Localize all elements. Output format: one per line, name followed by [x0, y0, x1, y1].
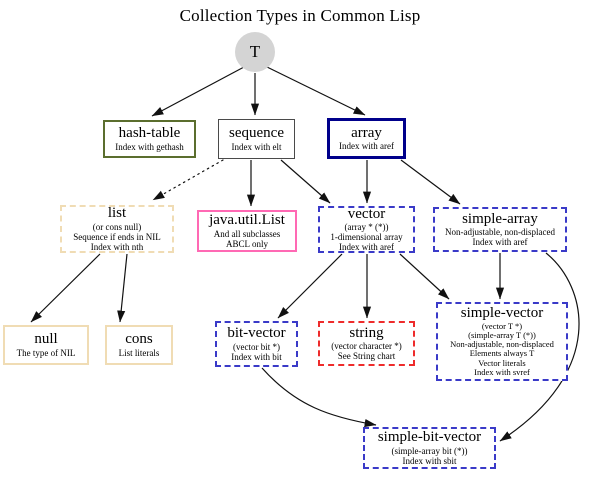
node-sequence: sequence Index with elt: [218, 119, 295, 159]
node-vector-note: 1-dimensional array: [330, 232, 403, 243]
node-hash-table-note: Index with gethash: [115, 141, 184, 152]
node-simple-vector-note: (vector T *): [481, 320, 523, 331]
node-cons-note: List literals: [118, 347, 160, 358]
node-list-note: Index with nth: [90, 241, 144, 252]
node-t: T: [235, 32, 275, 72]
node-array-note: Index with aref: [339, 141, 394, 152]
node-java-util-list-title: java.util.List: [209, 212, 285, 229]
node-bit-vector-note: (vector bit *): [233, 341, 280, 352]
edge-vector-bit-vector: [277, 253, 343, 319]
node-simple-array-note: Non-adjustable, non-displaced: [445, 227, 555, 238]
node-null: null The type of NIL: [3, 325, 89, 365]
node-list-title: list: [107, 205, 127, 222]
node-vector-title: vector: [347, 205, 386, 222]
edge-t-array: [266, 66, 366, 116]
node-cons: cons List literals: [105, 325, 173, 365]
edge-simple-array-simple-bit-vector: [499, 252, 580, 442]
edge-sequence-vector: [280, 159, 331, 204]
edge-vector-simple-vector: [399, 253, 450, 300]
node-simple-array-title: simple-array: [462, 210, 538, 227]
node-string-note: See String chart: [337, 351, 396, 362]
node-hash-table: hash-table Index with gethash: [103, 120, 196, 158]
node-hash-table-title: hash-table: [118, 125, 181, 142]
node-simple-vector-title: simple-vector: [460, 305, 544, 322]
node-list-note: (or cons null): [92, 221, 142, 232]
edge-t-hash-table: [151, 66, 245, 117]
node-simple-vector-note: Vector literals: [478, 357, 526, 368]
node-list: list (or cons null) Sequence if ends in …: [60, 205, 174, 253]
node-list-note: Sequence if ends in NIL: [73, 231, 161, 242]
node-vector-note: (array * (*)): [344, 222, 389, 233]
node-null-title: null: [34, 331, 58, 348]
node-string-title: string: [349, 324, 384, 341]
edge-bit-vector-simple-bit-vector: [261, 367, 377, 428]
node-simple-bit-vector-note: (simple-array bit (*)): [391, 445, 468, 456]
node-bit-vector-title: bit-vector: [227, 325, 286, 342]
node-vector-note: Index with aref: [339, 242, 394, 253]
node-simple-bit-vector-note: Index with sbit: [402, 455, 457, 466]
node-string: string (vector character *) See String c…: [318, 321, 415, 366]
node-cons-title: cons: [125, 331, 153, 348]
node-simple-bit-vector: simple-bit-vector (simple-array bit (*))…: [363, 427, 496, 469]
node-sequence-note: Index with elt: [231, 141, 282, 152]
node-java-util-list-note: And all subclasses: [213, 228, 281, 239]
node-sequence-title: sequence: [229, 125, 284, 142]
node-array: array Index with aref: [327, 118, 406, 159]
edge-list-cons: [117, 253, 128, 323]
diagram-title: Collection Types in Common Lisp: [179, 6, 421, 25]
node-simple-vector-note: Non-adjustable, non-displaced: [450, 339, 554, 350]
edge-list-null: [30, 253, 101, 323]
node-string-note: (vector character *): [331, 341, 402, 352]
node-simple-vector-note: Index with svref: [474, 366, 530, 377]
edge-sequence-list: [152, 159, 224, 201]
node-bit-vector-note: Index with bit: [231, 351, 282, 362]
edge-array-simple-array: [400, 159, 461, 205]
node-simple-vector-note: Elements always T: [469, 348, 535, 359]
node-simple-array: simple-array Non-adjustable, non-displac…: [433, 207, 567, 252]
node-java-util-list-note: ABCL only: [226, 238, 268, 249]
node-t-label: T: [249, 42, 261, 61]
node-bit-vector: bit-vector (vector bit *) Index with bit: [215, 321, 298, 367]
node-simple-vector-note: (simple-array T (*)): [468, 330, 536, 341]
node-simple-bit-vector-title: simple-bit-vector: [377, 429, 482, 446]
node-simple-vector: simple-vector (vector T *) (simple-array…: [436, 302, 568, 381]
node-array-title: array: [351, 124, 382, 141]
node-vector: vector (array * (*)) 1-dimensional array…: [318, 206, 415, 253]
node-java-util-list: java.util.List And all subclasses ABCL o…: [197, 210, 297, 252]
node-null-note: The type of NIL: [16, 347, 76, 358]
node-simple-array-note: Index with aref: [472, 237, 528, 248]
